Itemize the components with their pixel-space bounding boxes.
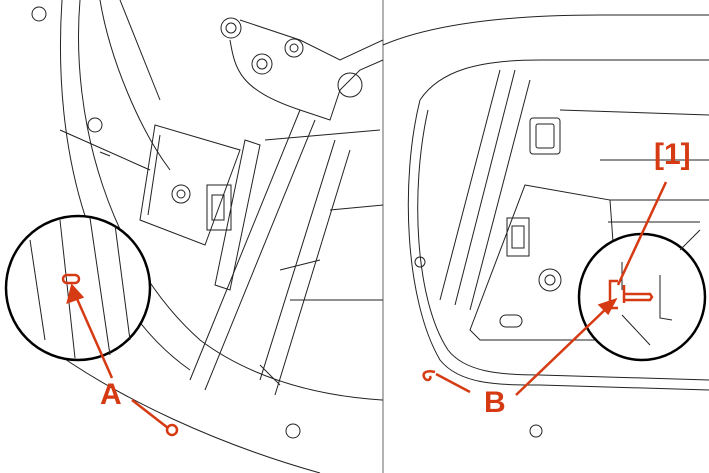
label-ref-1: [1] (654, 138, 691, 171)
clip-marker-a (61, 273, 81, 285)
clip-location-b (422, 369, 436, 382)
callout-arrow-a (72, 291, 114, 379)
label-a: A (100, 378, 122, 411)
magnifier-circle-b (577, 229, 707, 362)
callout-graphics (61, 181, 668, 437)
label-b: B (484, 386, 506, 419)
callout-line-a (131, 399, 169, 429)
left-panel-drawing (31, 0, 384, 473)
callout-line-1 (616, 181, 668, 286)
right-panel-drawing (382, 14, 709, 438)
clip-location-a (165, 423, 179, 437)
magnifier-circle-a (4, 214, 152, 362)
bracket-part-1 (608, 279, 618, 310)
callout-arrow-b (515, 304, 611, 396)
